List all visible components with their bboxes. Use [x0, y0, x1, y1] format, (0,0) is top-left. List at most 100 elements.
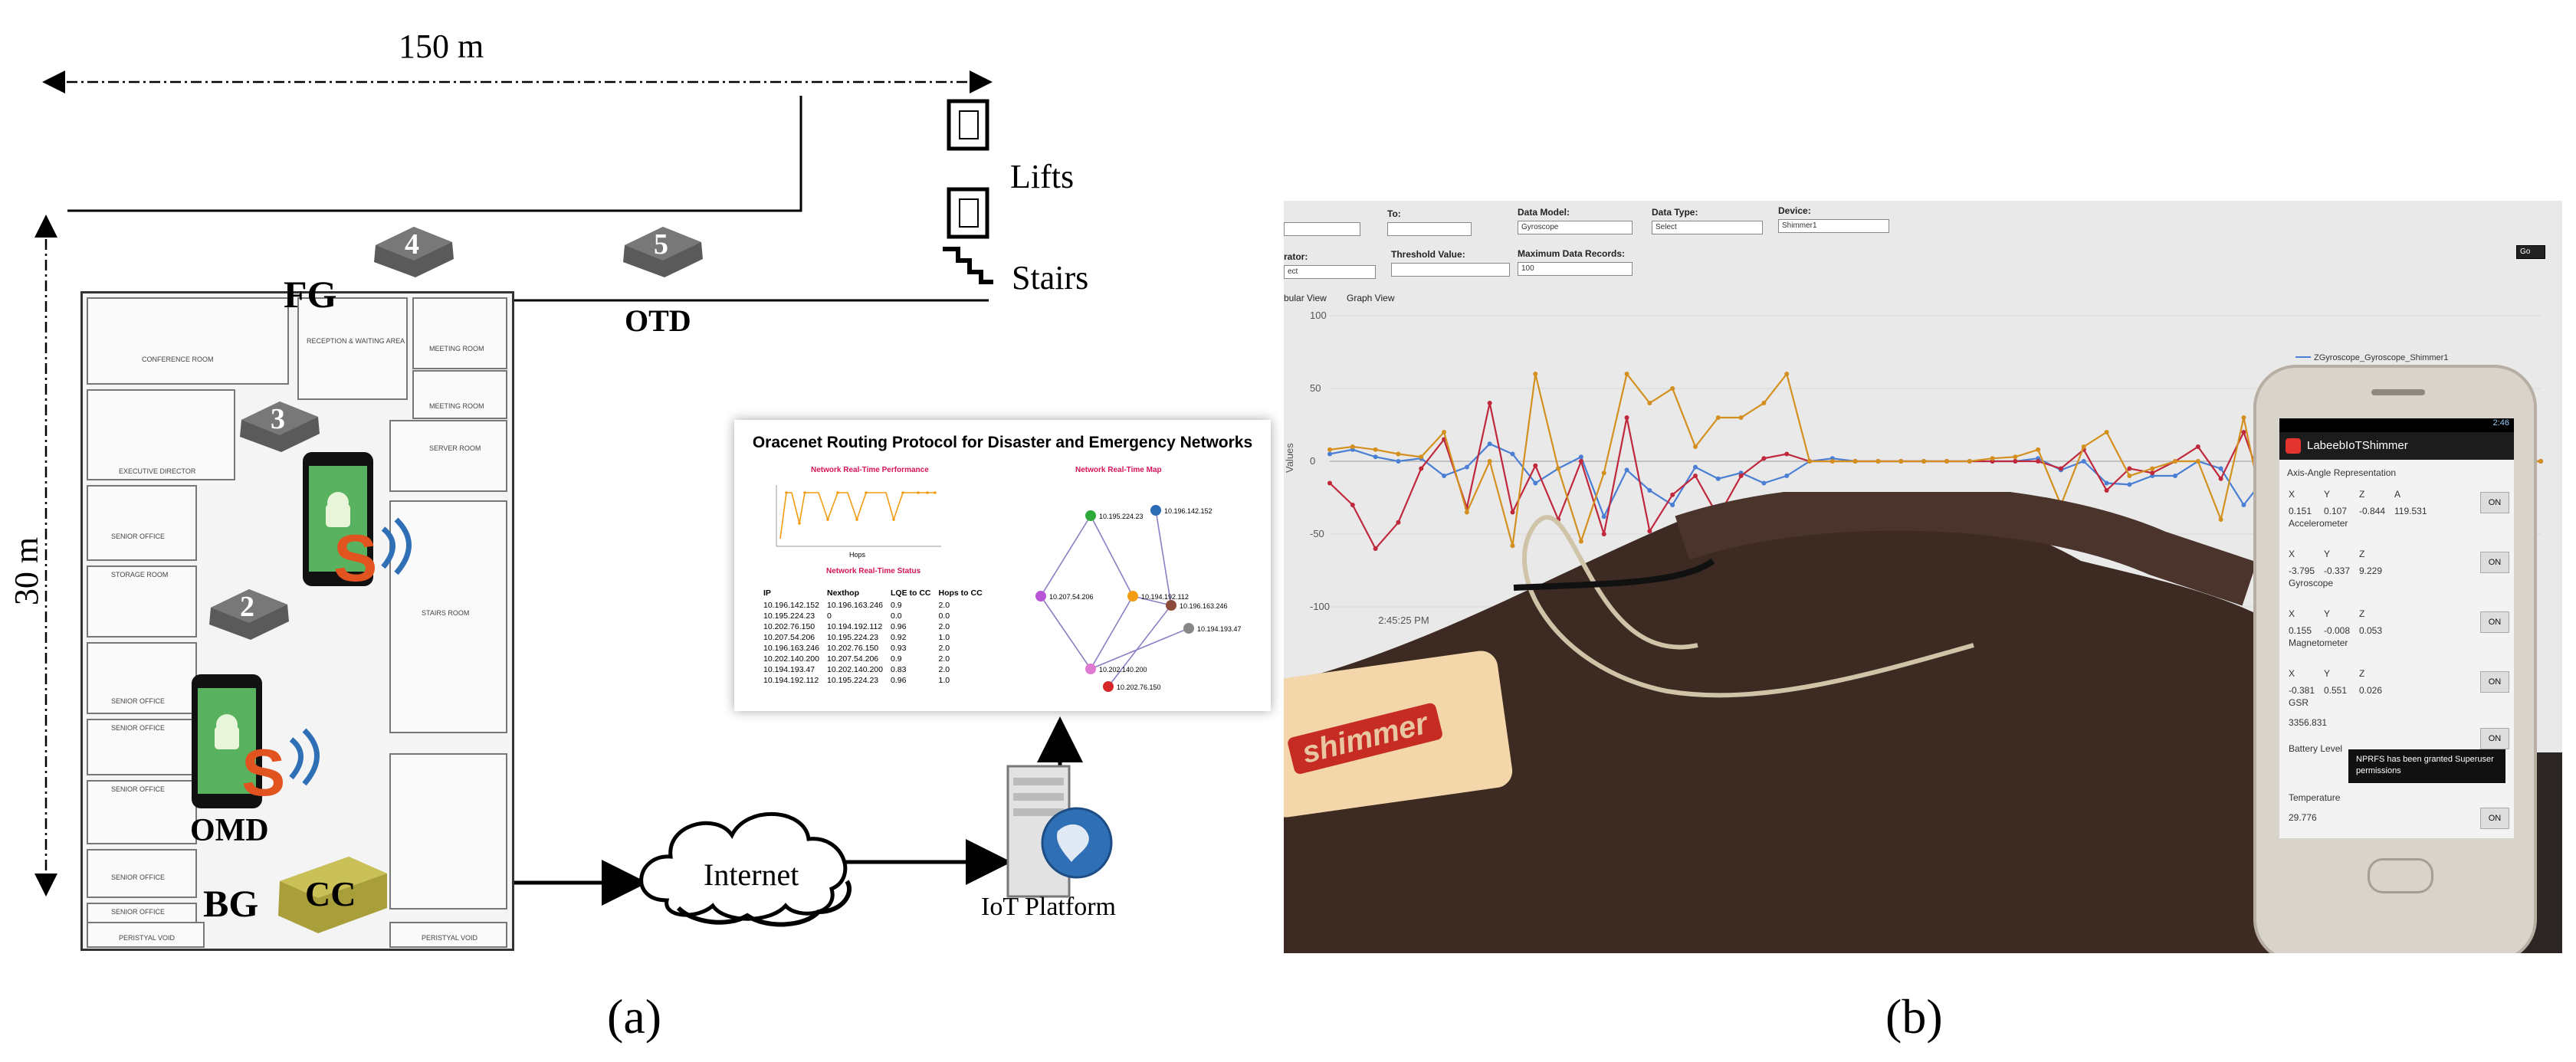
panel-b-photo: To: Data Model: Gyroscope Data Type: Sel…: [1284, 201, 2562, 953]
series-point: [1624, 467, 1629, 473]
void-1: PERISTYAL VOID: [87, 922, 205, 948]
series-point: [1487, 441, 1492, 447]
series-point: [2104, 430, 2109, 434]
gsr-value: 3356.831: [2289, 717, 2328, 728]
status-title: Network Real-Time Status: [826, 567, 921, 575]
header-z: Z: [2359, 489, 2365, 500]
tabular-view-radio[interactable]: bular View: [1284, 293, 1327, 303]
panel-a-label: (a): [607, 989, 662, 1044]
header-z: Z: [2359, 668, 2365, 679]
series-point: [1852, 459, 1858, 464]
series-point: [2150, 470, 2155, 476]
magnetometer-on-button[interactable]: ON: [2480, 611, 2509, 633]
value: -3.795: [2289, 565, 2315, 576]
series-point: [2104, 480, 2109, 486]
section-title: Axis-Angle Representation: [2287, 467, 2397, 478]
battery-label: Battery Level: [2289, 743, 2343, 754]
series-point: [2013, 459, 2018, 464]
x-tick-label: 2:45:25 PM: [1378, 615, 1429, 626]
threshold-field[interactable]: [1391, 263, 1510, 277]
s-logo-icon-2: S: [241, 736, 286, 810]
android-screen-1: [309, 466, 367, 572]
sensor-node-3: 3: [234, 398, 326, 454]
data-model-select[interactable]: Gyroscope: [1518, 221, 1633, 234]
series-point: [1692, 474, 1698, 478]
max-records-label: Maximum Data Records:: [1518, 248, 1626, 259]
performance-title: Network Real-Time Performance: [811, 466, 929, 474]
temperature-on-button[interactable]: ON: [2480, 808, 2509, 829]
phone-home-button[interactable]: [2368, 858, 2433, 893]
operator-select[interactable]: ect: [1284, 265, 1376, 279]
series-point: [1829, 459, 1835, 464]
sensor-name: Accelerometer: [2289, 518, 2348, 529]
room-reception: RECEPTION & WAITING AREA: [297, 297, 408, 400]
panel-a: 150 m 30 m Lifts Stairs CONFERENCE ROOM …: [8, 28, 1253, 1044]
series-point: [1487, 459, 1492, 464]
phone-app-bar: LabeebIoTShimmer: [2279, 432, 2514, 460]
gyroscope-on-button[interactable]: ON: [2480, 552, 2509, 573]
series-point: [2058, 466, 2063, 471]
series-point: [1533, 463, 1538, 468]
series-point: [2195, 444, 2200, 449]
operator-label: rator:: [1284, 251, 1308, 262]
wifi-signal-icon-1: [381, 517, 412, 575]
series-point: [1464, 510, 1469, 515]
value: -0.381: [2289, 685, 2315, 696]
legend-label: ZGyroscope_Gyroscope_Shimmer1: [2314, 353, 2448, 362]
series-point: [1715, 415, 1721, 420]
accelerometer-on-button[interactable]: ON: [2480, 492, 2509, 513]
value: 0.551: [2324, 685, 2348, 696]
map-node-label: 10.196.163.246: [1180, 602, 1228, 610]
series-point: [1533, 480, 1538, 486]
graph-view-radio[interactable]: Graph View: [1347, 293, 1395, 303]
series-point: [1533, 372, 1538, 376]
hand-and-cables: [1284, 492, 2272, 953]
max-records-select[interactable]: 100: [1518, 262, 1633, 276]
sensor-name: Magnetometer: [2289, 638, 2348, 648]
header-x: X: [2289, 668, 2295, 679]
temperature-value: 29.776: [2289, 812, 2317, 823]
panel-b-label: (b): [1885, 989, 1943, 1044]
series-point: [2195, 459, 2200, 464]
series-point: [1373, 447, 1378, 452]
y-tick-label: 100: [1310, 310, 1327, 321]
superuser-toast: NPRFS has been granted Superuser permiss…: [2348, 749, 2505, 783]
header-y: Y: [2324, 668, 2331, 679]
series-point: [1967, 459, 1972, 464]
value: 119.531: [2394, 506, 2427, 516]
series-point: [1327, 447, 1332, 452]
data-type-select[interactable]: Select: [1652, 221, 1763, 234]
series-point: [1715, 476, 1721, 481]
series-point: [1396, 520, 1401, 525]
value: -0.844: [2359, 506, 2386, 516]
series-point: [1373, 454, 1378, 460]
device-select[interactable]: Shimmer1: [1778, 219, 1889, 233]
series-point: [1601, 514, 1606, 520]
header-a: A: [2394, 489, 2401, 500]
room-open-area: [389, 753, 507, 910]
col-ip: IP: [763, 588, 771, 598]
void-2: PERISTYAL VOID: [389, 922, 507, 948]
header-z: Z: [2359, 549, 2365, 559]
to-field[interactable]: [1387, 222, 1472, 236]
series-point: [1647, 488, 1652, 493]
series-point: [1670, 386, 1675, 391]
value: 0.151: [2289, 506, 2312, 516]
go-button[interactable]: Go: [2516, 245, 2545, 259]
series-point: [1442, 474, 1447, 478]
from-field[interactable]: [1284, 222, 1360, 236]
stairs-label: Stairs: [1012, 259, 1089, 297]
battery-on-button[interactable]: ON: [2480, 728, 2509, 749]
map-node-label: 10.195.224.23: [1099, 513, 1144, 520]
mobile-device-2: [192, 674, 262, 808]
cc-gateway: [278, 857, 387, 933]
gsr-on-button[interactable]: ON: [2480, 671, 2509, 693]
value: 0.053: [2359, 625, 2383, 636]
series-point: [1396, 459, 1401, 464]
series-point: [1396, 451, 1401, 457]
panel-a-lines: [34, 70, 1113, 927]
